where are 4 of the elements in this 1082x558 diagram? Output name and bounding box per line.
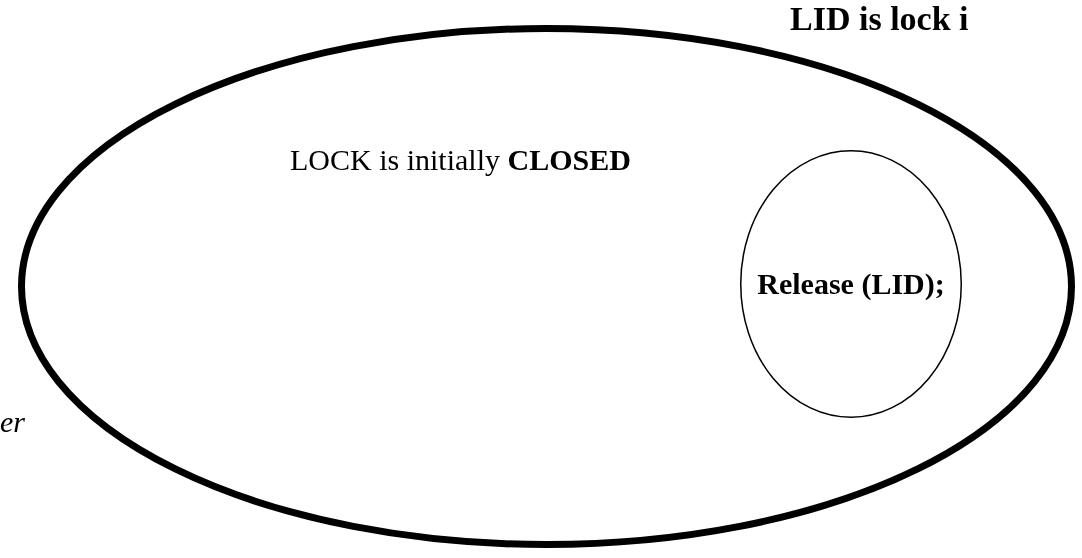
text-fragment: er [0, 405, 25, 439]
ellipse-label: LOCK is initially CLOSED [290, 143, 631, 177]
circle-label: Release (LID); [757, 267, 945, 301]
title: LID is lock i [790, 0, 969, 38]
